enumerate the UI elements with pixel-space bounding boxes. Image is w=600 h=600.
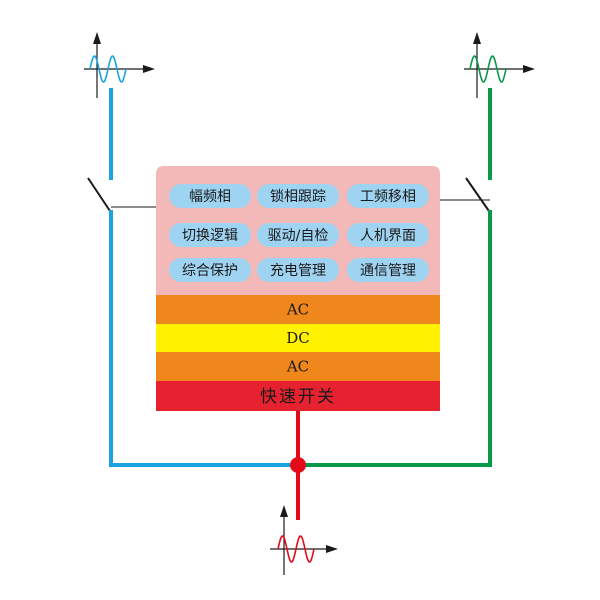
function-pill-label: 切换逻辑 xyxy=(182,227,238,244)
function-pill-bg xyxy=(257,258,339,282)
function-pill-bg xyxy=(347,184,429,208)
stage-band-label: DC xyxy=(286,329,310,347)
stage-band-bg xyxy=(156,352,440,381)
function-pill-bg xyxy=(257,184,339,208)
stage-band-bg xyxy=(156,295,440,324)
function-pill-bg xyxy=(169,258,251,282)
junction-node xyxy=(290,457,306,473)
function-pill-bg xyxy=(169,184,251,208)
function-pill: 综合保护 xyxy=(169,258,251,282)
source-a-breaker xyxy=(87,177,113,215)
source-a-wave-icon xyxy=(84,32,155,98)
stage-band: AC xyxy=(156,352,440,381)
function-pill: 切换逻辑 xyxy=(169,223,251,247)
function-pill-label: 综合保护 xyxy=(182,263,238,279)
source-b xyxy=(298,32,535,467)
output-wave-icon xyxy=(270,505,338,575)
function-pill-label: 通信管理 xyxy=(360,263,416,279)
source-a xyxy=(84,32,298,467)
function-pill: 锁相跟踪 xyxy=(257,184,339,208)
function-pill-label: 驱动/自检 xyxy=(268,228,329,244)
power-stages: AC DC AC xyxy=(156,295,440,381)
function-pill-label: 人机界面 xyxy=(360,228,416,244)
function-pill: 充电管理 xyxy=(257,258,339,282)
function-pill: 驱动/自检 xyxy=(257,223,339,247)
function-pill-label: 锁相跟踪 xyxy=(270,189,326,205)
function-pill: 通信管理 xyxy=(347,258,429,282)
stage-band-label: AC xyxy=(286,301,309,319)
function-pill: 人机界面 xyxy=(347,223,429,247)
stage-band: DC xyxy=(156,324,440,352)
stage-band-label: AC xyxy=(286,358,309,376)
output-wave xyxy=(277,535,315,563)
source-b-wave xyxy=(469,55,507,83)
function-pill-label: 幅频相 xyxy=(189,189,231,205)
function-pill-bg xyxy=(257,223,339,247)
function-pill-bg xyxy=(347,223,429,247)
stage-band: AC xyxy=(156,295,440,324)
fast-switch-band: 快速开关 xyxy=(156,381,440,411)
function-pill-bg xyxy=(169,223,251,247)
source-a-wave xyxy=(89,55,127,83)
source-a-feeder-bottom xyxy=(109,210,298,467)
source-b-feeder-bottom xyxy=(298,210,492,467)
function-pill: 幅频相 xyxy=(169,184,251,208)
source-b-breaker xyxy=(465,177,492,215)
function-pill: 工频移相 xyxy=(347,184,429,208)
function-pill-bg xyxy=(347,258,429,282)
fast-switch-label: 快速开关 xyxy=(260,387,336,407)
stage-band-bg xyxy=(156,324,440,352)
function-pill-label: 工频移相 xyxy=(360,189,416,205)
output xyxy=(270,411,338,575)
source-b-wave-icon xyxy=(464,32,535,98)
function-pill-label: 充电管理 xyxy=(270,263,326,279)
